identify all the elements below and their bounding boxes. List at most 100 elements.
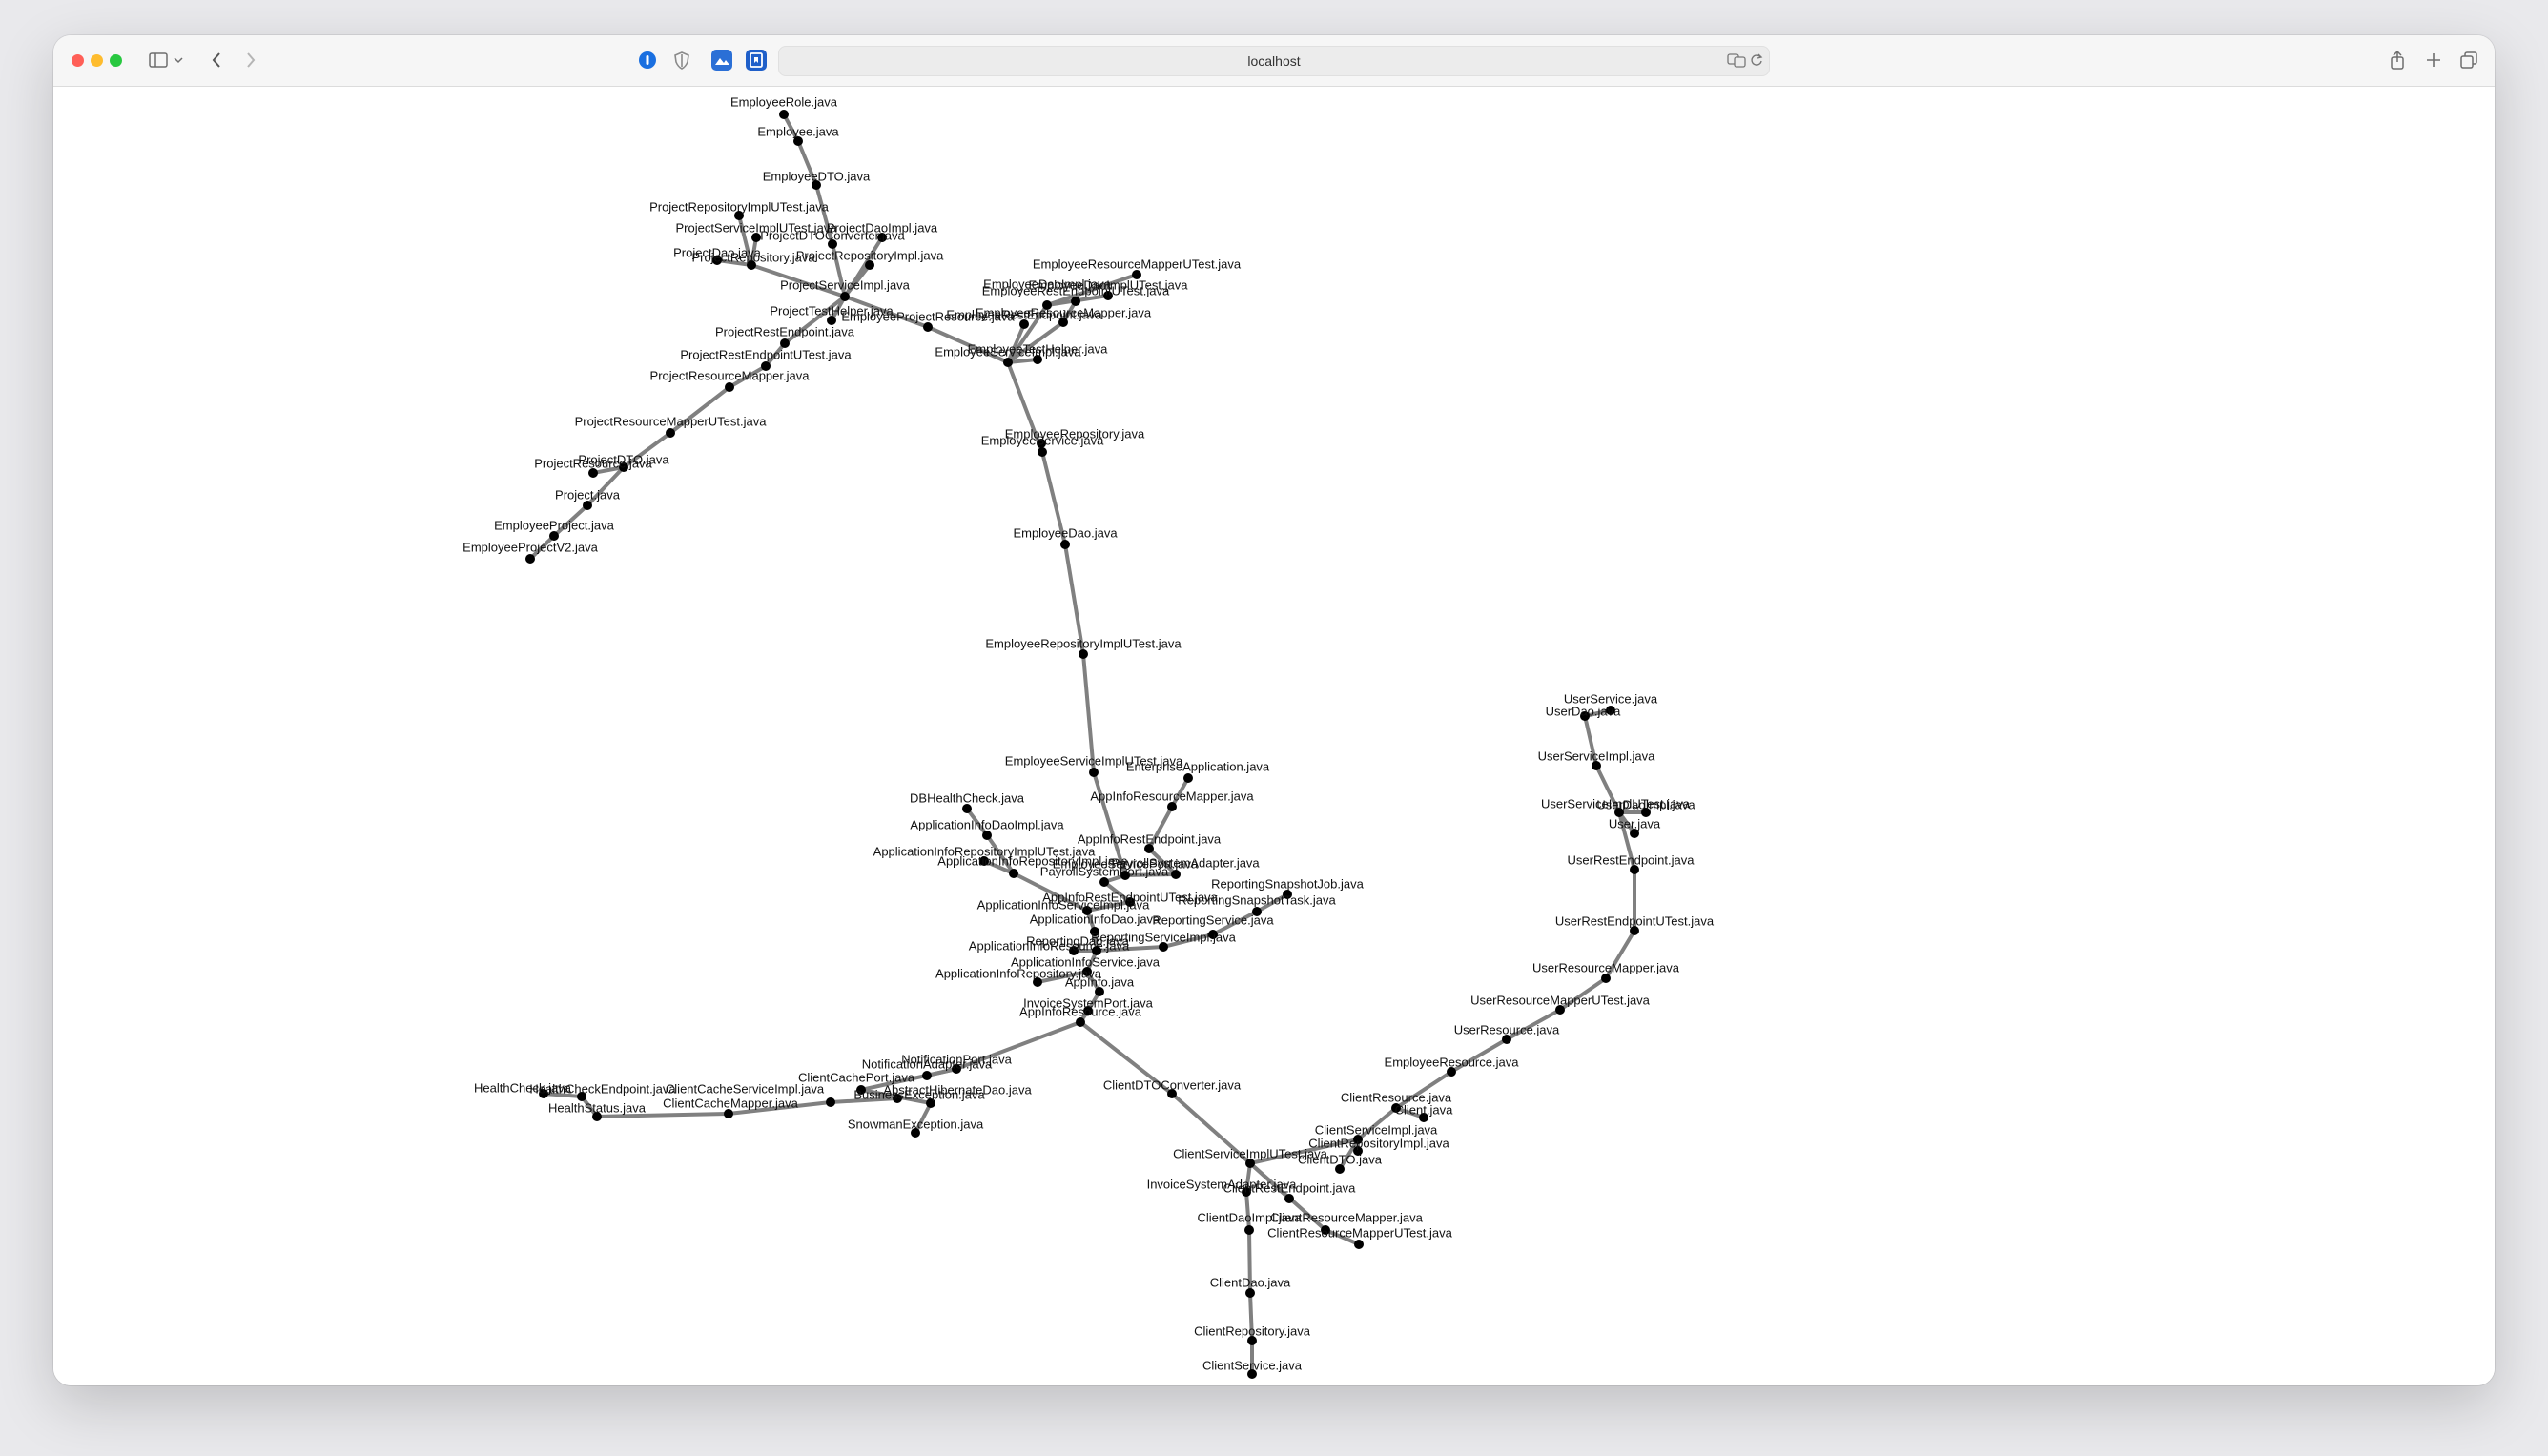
- graph-node-health-check-endpoint[interactable]: HealthCheckEndpoint.java: [529, 1081, 676, 1101]
- graph-node-application-info-repository-impl-utest[interactable]: ApplicationInfoRepositoryImplUTest.java: [873, 844, 1096, 866]
- image-extension-icon[interactable]: [711, 50, 732, 71]
- graph-node-dot[interactable]: [1245, 1288, 1255, 1298]
- graph-node-dot[interactable]: [1009, 869, 1018, 878]
- graph-node-app-info-resource-mapper[interactable]: AppInfoResourceMapper.java: [1090, 789, 1254, 811]
- graph-node-employee-service-port[interactable]: EmployeeServicePort.java: [1053, 856, 1199, 880]
- graph-node-dot[interactable]: [1242, 1187, 1251, 1197]
- graph-node-dot[interactable]: [1601, 974, 1611, 983]
- graph-node-user-service[interactable]: UserService.java: [1564, 691, 1658, 715]
- graph-node-dot[interactable]: [592, 1112, 602, 1121]
- graph-node-employee-dao-impl[interactable]: EmployeeDaoImpl.java: [983, 277, 1112, 310]
- graph-node-client-cache-port[interactable]: ClientCachePort.java: [798, 1070, 915, 1095]
- graph-node-user-rest-endpoint[interactable]: UserRestEndpoint.java: [1568, 852, 1695, 874]
- graph-node-user-rest-endpoint-utest[interactable]: UserRestEndpointUTest.java: [1555, 913, 1715, 935]
- graph-node-dot[interactable]: [979, 856, 989, 866]
- graph-node-dot[interactable]: [712, 256, 722, 265]
- graph-node-client-cache-service-impl[interactable]: ClientCacheServiceImpl.java: [666, 1081, 835, 1107]
- graph-node-dot[interactable]: [1335, 1164, 1345, 1174]
- graph-node-dot[interactable]: [812, 180, 821, 190]
- graph-node-dot[interactable]: [1092, 946, 1101, 955]
- graph-node-dot[interactable]: [1076, 1017, 1085, 1027]
- graph-node-dot[interactable]: [1083, 1006, 1093, 1015]
- graph-node-dot[interactable]: [724, 1109, 733, 1118]
- graph-node-dot[interactable]: [923, 322, 933, 332]
- shield-extension-icon[interactable]: [671, 50, 692, 71]
- graph-node-employee-project[interactable]: EmployeeProject.java: [494, 518, 615, 541]
- graph-node-dot[interactable]: [1082, 906, 1092, 915]
- graph-node-dot[interactable]: [747, 260, 756, 270]
- graph-node-employee-resource-mapper-utest[interactable]: EmployeeResourceMapperUTest.java: [1033, 256, 1242, 279]
- graph-node-dot[interactable]: [1630, 926, 1639, 935]
- graph-node-dot[interactable]: [1037, 439, 1046, 448]
- graph-node-dot[interactable]: [793, 136, 803, 146]
- graph-node-user-dao[interactable]: UserDao.java: [1546, 704, 1622, 721]
- graph-node-dot[interactable]: [525, 554, 535, 564]
- graph-node-client-repository-impl[interactable]: ClientRepositoryImpl.java: [1308, 1136, 1449, 1156]
- graph-node-dot[interactable]: [780, 338, 790, 348]
- graph-node-employee-dto[interactable]: EmployeeDTO.java: [763, 169, 871, 190]
- chevron-right-icon[interactable]: [240, 49, 261, 72]
- graph-node-dot[interactable]: [1391, 1103, 1401, 1113]
- graph-node-health-check[interactable]: HealthCheck.java: [474, 1080, 572, 1098]
- graph-node-client-dto[interactable]: ClientDTO.java: [1298, 1152, 1383, 1174]
- graph-node-dot[interactable]: [1167, 1089, 1177, 1098]
- graph-node-dot[interactable]: [588, 468, 598, 478]
- graph-node-application-info-service-impl[interactable]: ApplicationInfoServiceImpl.java: [977, 897, 1150, 915]
- graph-node-dot[interactable]: [1103, 291, 1113, 300]
- graph-node-project-resource-mapper[interactable]: ProjectResourceMapper.java: [650, 368, 811, 392]
- close-window-button[interactable]: [72, 54, 84, 67]
- graph-node-employee-resource[interactable]: EmployeeResource.java: [1385, 1055, 1520, 1077]
- graph-node-dot[interactable]: [1353, 1146, 1363, 1156]
- graph-node-employee-resource-mapper[interactable]: EmployeeResourceMapper.java: [976, 305, 1152, 327]
- graph-node-client-service-impl-utest[interactable]: ClientServiceImplUTest.java: [1173, 1146, 1328, 1168]
- graph-node-dot[interactable]: [1171, 870, 1181, 879]
- graph-node-employee[interactable]: Employee.java: [757, 124, 839, 146]
- graph-node-project-dao[interactable]: ProjectDao.java: [673, 245, 762, 265]
- graph-node-dot[interactable]: [893, 1094, 902, 1103]
- graph-node-employee-service[interactable]: EmployeeService.java: [981, 433, 1104, 457]
- graph-node-dot[interactable]: [1630, 829, 1639, 838]
- graph-node-client-dao[interactable]: ClientDao.java: [1210, 1275, 1291, 1298]
- graph-node-employee-repository-impl-utest[interactable]: EmployeeRepositoryImplUTest.java: [985, 636, 1182, 659]
- graph-node-dot[interactable]: [1125, 897, 1135, 907]
- graph-node-dot[interactable]: [1079, 649, 1088, 659]
- graph-node-dot[interactable]: [1252, 907, 1262, 916]
- graph-node-dot[interactable]: [1630, 865, 1639, 874]
- graph-node-dot[interactable]: [1099, 877, 1109, 887]
- graph-node-project-service-impl-utest[interactable]: ProjectServiceImplUTest.java: [675, 220, 837, 242]
- graph-node-client-resource[interactable]: ClientResource.java: [1341, 1090, 1452, 1113]
- graph-node-dot[interactable]: [952, 1064, 961, 1074]
- graph-node-client-resource-mapper-utest[interactable]: ClientResourceMapperUTest.java: [1267, 1225, 1453, 1249]
- graph-node-application-info-repository[interactable]: ApplicationInfoRepository.java: [935, 966, 1102, 987]
- graph-node-employee-project-v2[interactable]: EmployeeProjectV2.java: [462, 540, 599, 564]
- graph-node-application-info-dao-impl[interactable]: ApplicationInfoDaoImpl.java: [910, 817, 1064, 840]
- graph-node-application-info-dao[interactable]: ApplicationInfoDao.java: [1030, 912, 1161, 936]
- graph-node-dot[interactable]: [982, 831, 992, 840]
- plus-icon[interactable]: [2422, 49, 2445, 72]
- graph-node-dot[interactable]: [1089, 768, 1099, 777]
- graph-node-project-repository-impl-utest[interactable]: ProjectRepositoryImplUTest.java: [649, 199, 830, 220]
- graph-node-app-info-rest-endpoint[interactable]: AppInfoRestEndpoint.java: [1078, 831, 1222, 853]
- graph-node-invoice-system-port[interactable]: InvoiceSystemPort.java: [1023, 995, 1154, 1015]
- chevron-down-icon[interactable]: [172, 49, 185, 72]
- graph-node-dot[interactable]: [877, 233, 887, 242]
- graph-node-user-service-impl[interactable]: UserServiceImpl.java: [1538, 749, 1656, 770]
- graph-node-dot[interactable]: [1419, 1113, 1428, 1122]
- graph-node-dbhealth-check[interactable]: DBHealthCheck.java: [910, 790, 1025, 813]
- graph-node-dot[interactable]: [751, 233, 761, 242]
- graph-node-employee-test-helper[interactable]: EmployeeTestHelper.java: [968, 341, 1108, 364]
- graph-node-dot[interactable]: [828, 239, 837, 249]
- graph-node-dot[interactable]: [1019, 319, 1029, 329]
- graph-node-dot[interactable]: [583, 501, 592, 510]
- address-bar[interactable]: localhost: [778, 46, 1770, 76]
- graph-node-client-resource-mapper[interactable]: ClientResourceMapper.java: [1270, 1210, 1424, 1235]
- graph-node-dot[interactable]: [1095, 987, 1104, 996]
- graph-node-user-dao-impl[interactable]: UserDaoImpl.java: [1596, 797, 1695, 817]
- graph-node-dot[interactable]: [619, 462, 628, 472]
- graph-node-dot[interactable]: [911, 1128, 920, 1138]
- graph-node-dot[interactable]: [856, 1085, 866, 1095]
- graph-node-dot[interactable]: [1354, 1240, 1364, 1249]
- graph-node-dot[interactable]: [1580, 711, 1590, 721]
- zoom-window-button[interactable]: [110, 54, 122, 67]
- dependency-graph[interactable]: EmployeeRole.javaEmployee.javaEmployeeDT…: [53, 87, 2495, 1385]
